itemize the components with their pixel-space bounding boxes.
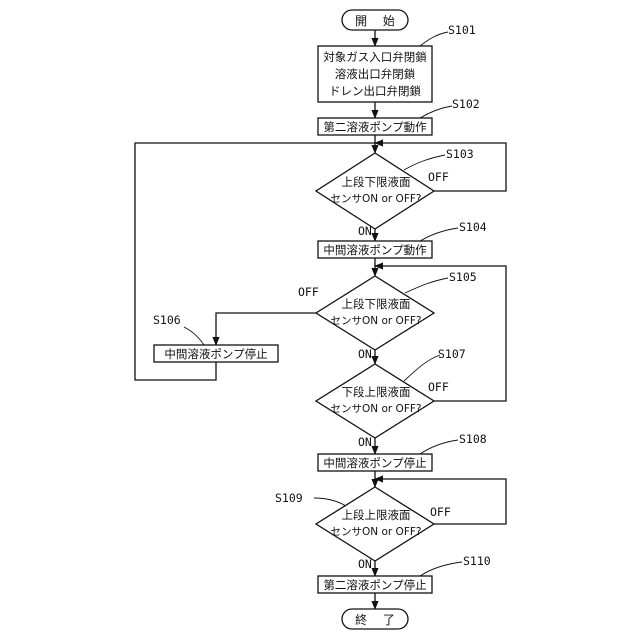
s102-leader bbox=[420, 106, 452, 118]
s108-leader bbox=[420, 440, 458, 454]
s101-line-1: 対象ガス入口弁閉鎖 bbox=[323, 50, 427, 64]
s109-leader bbox=[314, 498, 346, 506]
s110-id: S110 bbox=[463, 554, 491, 568]
step-s108-box: 中間溶液ポンプ停止 bbox=[318, 454, 432, 471]
step-s106-box: 中間溶液ポンプ停止 bbox=[154, 345, 278, 362]
s110-leader bbox=[420, 562, 462, 576]
s107-on-label: ON bbox=[358, 435, 372, 449]
step-s104-box: 中間溶液ポンプ動作 bbox=[318, 241, 432, 258]
end-label: 終 了 bbox=[355, 612, 401, 627]
s106-id: S106 bbox=[153, 313, 181, 327]
s104-leader bbox=[420, 228, 458, 241]
s105-line-1: 上段下限液面 bbox=[342, 297, 411, 311]
s101-line-3: ドレン出口弁閉鎖 bbox=[329, 84, 421, 98]
s107-line-2: センサON or OFF? bbox=[331, 403, 422, 415]
s105-on-label: ON bbox=[358, 347, 372, 361]
s103-line-2: センサON or OFF? bbox=[331, 193, 422, 205]
step-s102-box: 第二溶液ポンプ動作 bbox=[318, 118, 432, 135]
s104-text: 中間溶液ポンプ動作 bbox=[323, 243, 427, 257]
s101-id: S101 bbox=[448, 23, 476, 37]
s105-off-label: OFF bbox=[298, 285, 319, 299]
s102-text: 第二溶液ポンプ動作 bbox=[323, 120, 427, 134]
s103-line-1: 上段下限液面 bbox=[342, 175, 411, 189]
s104-id: S104 bbox=[459, 220, 487, 234]
s109-id: S109 bbox=[275, 491, 303, 505]
s103-id: S103 bbox=[446, 147, 474, 161]
s103-off-label: OFF bbox=[428, 170, 449, 184]
s101-leader bbox=[420, 32, 448, 46]
s103-leader bbox=[404, 155, 445, 170]
decision-s105: 上段下限液面 センサON or OFF? bbox=[316, 276, 434, 350]
s105-id: S105 bbox=[449, 270, 477, 284]
s103-on-label: ON bbox=[358, 224, 372, 238]
s110-text: 第二溶液ポンプ停止 bbox=[323, 578, 426, 592]
s107-id: S107 bbox=[438, 347, 466, 361]
s106-leader bbox=[184, 327, 204, 345]
step-s110-box: 第二溶液ポンプ停止 bbox=[318, 576, 432, 593]
s105-off-to-s106 bbox=[216, 313, 316, 345]
s108-id: S108 bbox=[459, 432, 487, 446]
end-terminal: 終 了 bbox=[342, 609, 408, 629]
start-label: 開 始 bbox=[355, 14, 401, 28]
s105-line-2: センサON or OFF? bbox=[331, 315, 422, 327]
decision-s103: 上段下限液面 センサON or OFF? bbox=[316, 153, 434, 229]
s109-on-label: ON bbox=[358, 557, 372, 571]
s107-leader bbox=[404, 355, 440, 381]
step-s101-box: 対象ガス入口弁閉鎖 溶液出口弁閉鎖 ドレン出口弁閉鎖 bbox=[318, 46, 432, 102]
s107-off-label: OFF bbox=[428, 380, 449, 394]
s109-line-2: センサON or OFF? bbox=[331, 526, 422, 538]
s105-leader bbox=[405, 278, 448, 293]
start-terminal: 開 始 bbox=[342, 10, 408, 30]
decision-s109: 上段上限液面 センサON or OFF? bbox=[316, 487, 434, 561]
s108-text: 中間溶液ポンプ停止 bbox=[323, 456, 426, 470]
s109-line-1: 上段上限液面 bbox=[342, 508, 411, 522]
s109-off-label: OFF bbox=[430, 505, 451, 519]
s101-line-2: 溶液出口弁閉鎖 bbox=[335, 67, 416, 81]
decision-s107: 下段上限液面 センサON or OFF? bbox=[316, 364, 434, 438]
s107-line-1: 下段上限液面 bbox=[342, 385, 411, 399]
s106-text: 中間溶液ポンプ停止 bbox=[164, 347, 267, 361]
s102-id: S102 bbox=[452, 97, 480, 111]
